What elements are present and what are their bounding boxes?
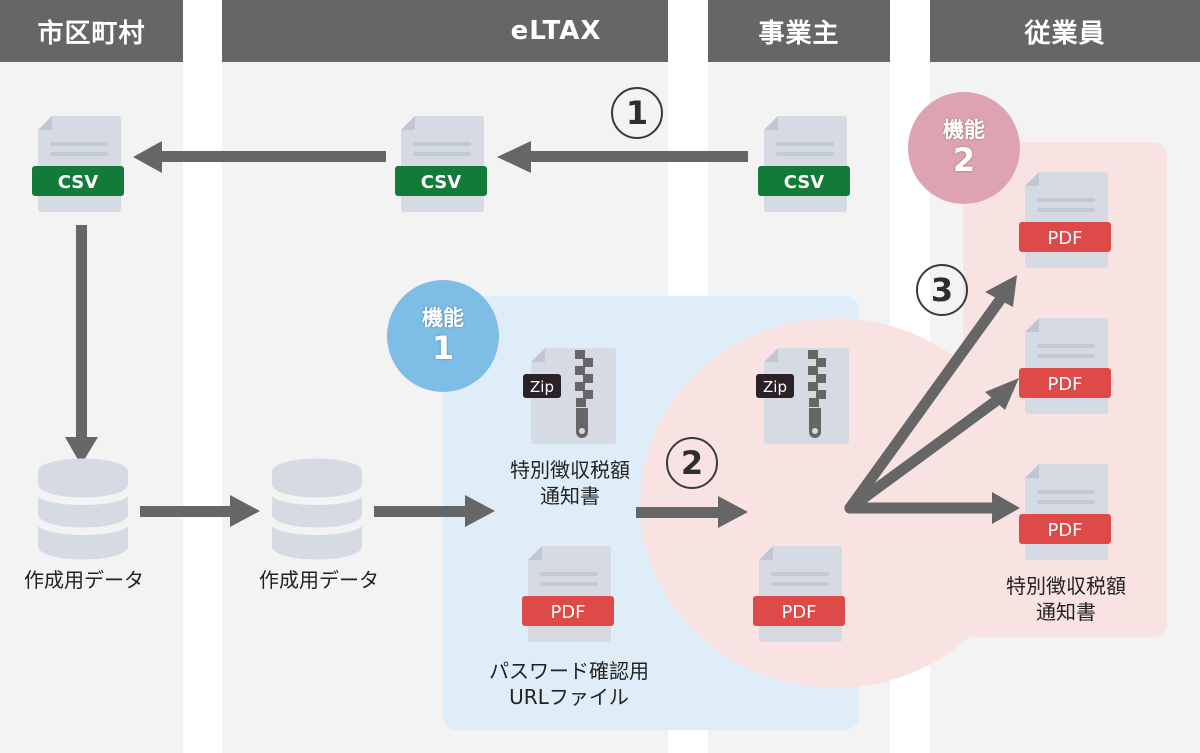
pdf-file-icon-business: PDF xyxy=(753,546,845,642)
arrow-step3-lines xyxy=(844,294,1006,514)
csv-file-icon-eltax: CSV xyxy=(395,116,487,212)
step-3-marker: 3 xyxy=(916,264,968,316)
feature-number: 2 xyxy=(952,141,976,179)
pdf-file-icon-employee-2: PDF xyxy=(1019,318,1111,414)
caption-line: 通知書 xyxy=(1036,600,1096,624)
arrow-step1-a xyxy=(497,141,748,173)
pdf-badge-label: PDF xyxy=(550,602,585,623)
arrow-step2 xyxy=(636,496,748,528)
pdf-badge-label: PDF xyxy=(1047,228,1082,249)
caption-password-url: パスワード確認用 URLファイル xyxy=(466,658,672,710)
lane-header-business-cover: 事業主 xyxy=(708,0,890,62)
lane-header-employee: 従業員 xyxy=(930,0,1200,62)
csv-file-icon-municipality: CSV xyxy=(32,116,124,212)
feature-number: 1 xyxy=(431,329,455,367)
csv-badge-label: CSV xyxy=(58,172,99,193)
arrow-to-feature1 xyxy=(374,495,495,527)
caption-line: 特別徴収税額 xyxy=(1006,574,1126,598)
pdf-file-icon-employee-1: PDF xyxy=(1019,172,1111,268)
feature-label: 機能 xyxy=(422,306,464,330)
database-icon-municipality xyxy=(38,458,128,560)
pdf-badge-label: PDF xyxy=(1047,374,1082,395)
pdf-badge-label: PDF xyxy=(781,602,816,623)
feature-label: 機能 xyxy=(943,118,985,142)
database-icon-eltax xyxy=(272,458,362,560)
arrow-down xyxy=(65,225,98,465)
pdf-badge-label: PDF xyxy=(1047,520,1082,541)
zip-badge-label: Zip xyxy=(763,378,787,396)
caption-line: 特別徴収税額 xyxy=(510,458,630,482)
csv-file-icon-business: CSV xyxy=(758,116,850,212)
caption-creation-data-municipality: 作成用データ xyxy=(24,568,144,592)
caption-line: URLファイル xyxy=(509,685,629,709)
caption-line: パスワード確認用 xyxy=(489,659,649,683)
caption-notice-employee: 特別徴収税額 通知書 xyxy=(984,573,1148,625)
arrow-db-transfer xyxy=(140,495,260,527)
zip-file-icon-business: Zip xyxy=(756,348,849,444)
arrow-step1-b xyxy=(133,141,386,173)
step-2-marker: 2 xyxy=(666,437,718,489)
csv-badge-label: CSV xyxy=(421,172,462,193)
feature1-badge: 機能 1 xyxy=(387,280,499,392)
arrowhead-step3-top xyxy=(985,275,1017,307)
arrowhead-step3-mid xyxy=(985,378,1019,410)
step-1-marker: 1 xyxy=(611,87,663,139)
zip-file-icon-feature1: Zip xyxy=(523,348,616,444)
caption-notice-zip: 特別徴収税額 通知書 xyxy=(488,457,652,509)
caption-creation-data-eltax: 作成用データ xyxy=(259,568,379,592)
arrowhead-step3-bottom xyxy=(992,492,1020,524)
csv-badge-label: CSV xyxy=(784,172,825,193)
feature2-badge: 機能 2 xyxy=(908,92,1020,204)
lane-header-municipality: 市区町村 xyxy=(0,0,183,62)
pdf-file-icon-password: PDF xyxy=(522,546,614,642)
zip-badge-label: Zip xyxy=(530,378,554,396)
pdf-file-icon-employee-3: PDF xyxy=(1019,464,1111,560)
caption-line: 通知書 xyxy=(540,484,600,508)
